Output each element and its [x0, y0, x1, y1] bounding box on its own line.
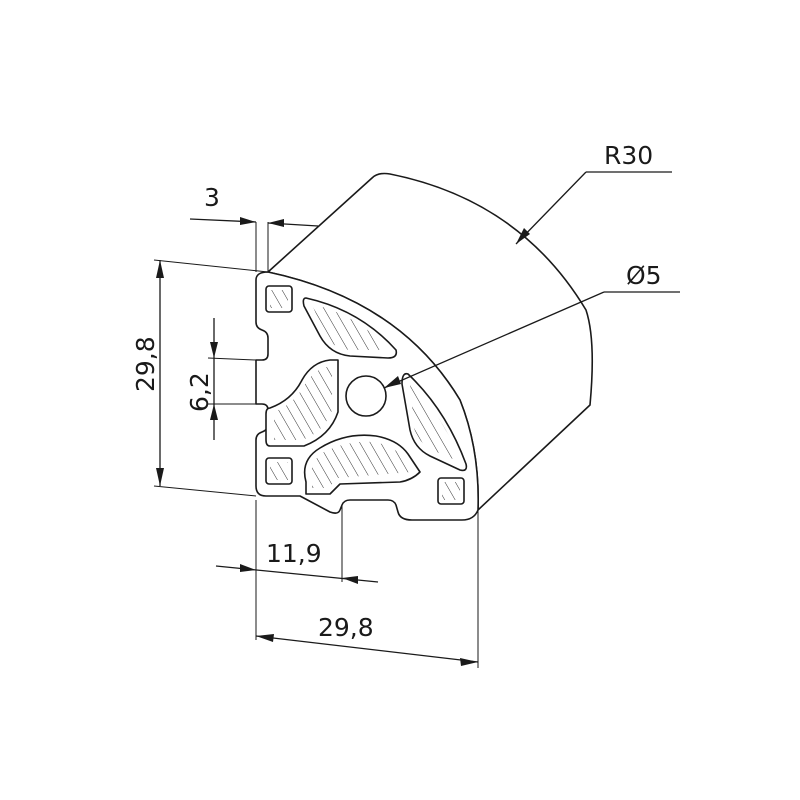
label-bore: Ø5 [626, 261, 662, 290]
label-height: 29,8 [131, 336, 160, 392]
dim-height: 29,8 [131, 259, 269, 497]
center-bore [345, 375, 387, 417]
profile-front-face [255, 271, 479, 521]
label-slot-width: 3 [204, 183, 220, 212]
label-slot-depth: 11,9 [266, 539, 322, 568]
dim-slot-opening: 6,2 [185, 318, 257, 440]
dim-radius: R30 [515, 141, 672, 245]
label-slot-opening: 6,2 [185, 372, 214, 412]
label-radius: R30 [604, 141, 653, 170]
dim-width: 29,8 [255, 510, 479, 668]
dim-slot-depth: 11,9 [215, 500, 379, 640]
label-width: 29,8 [318, 613, 374, 642]
dim-slot-width: 3 [189, 183, 319, 272]
dim-bore: Ø5 [383, 261, 680, 389]
